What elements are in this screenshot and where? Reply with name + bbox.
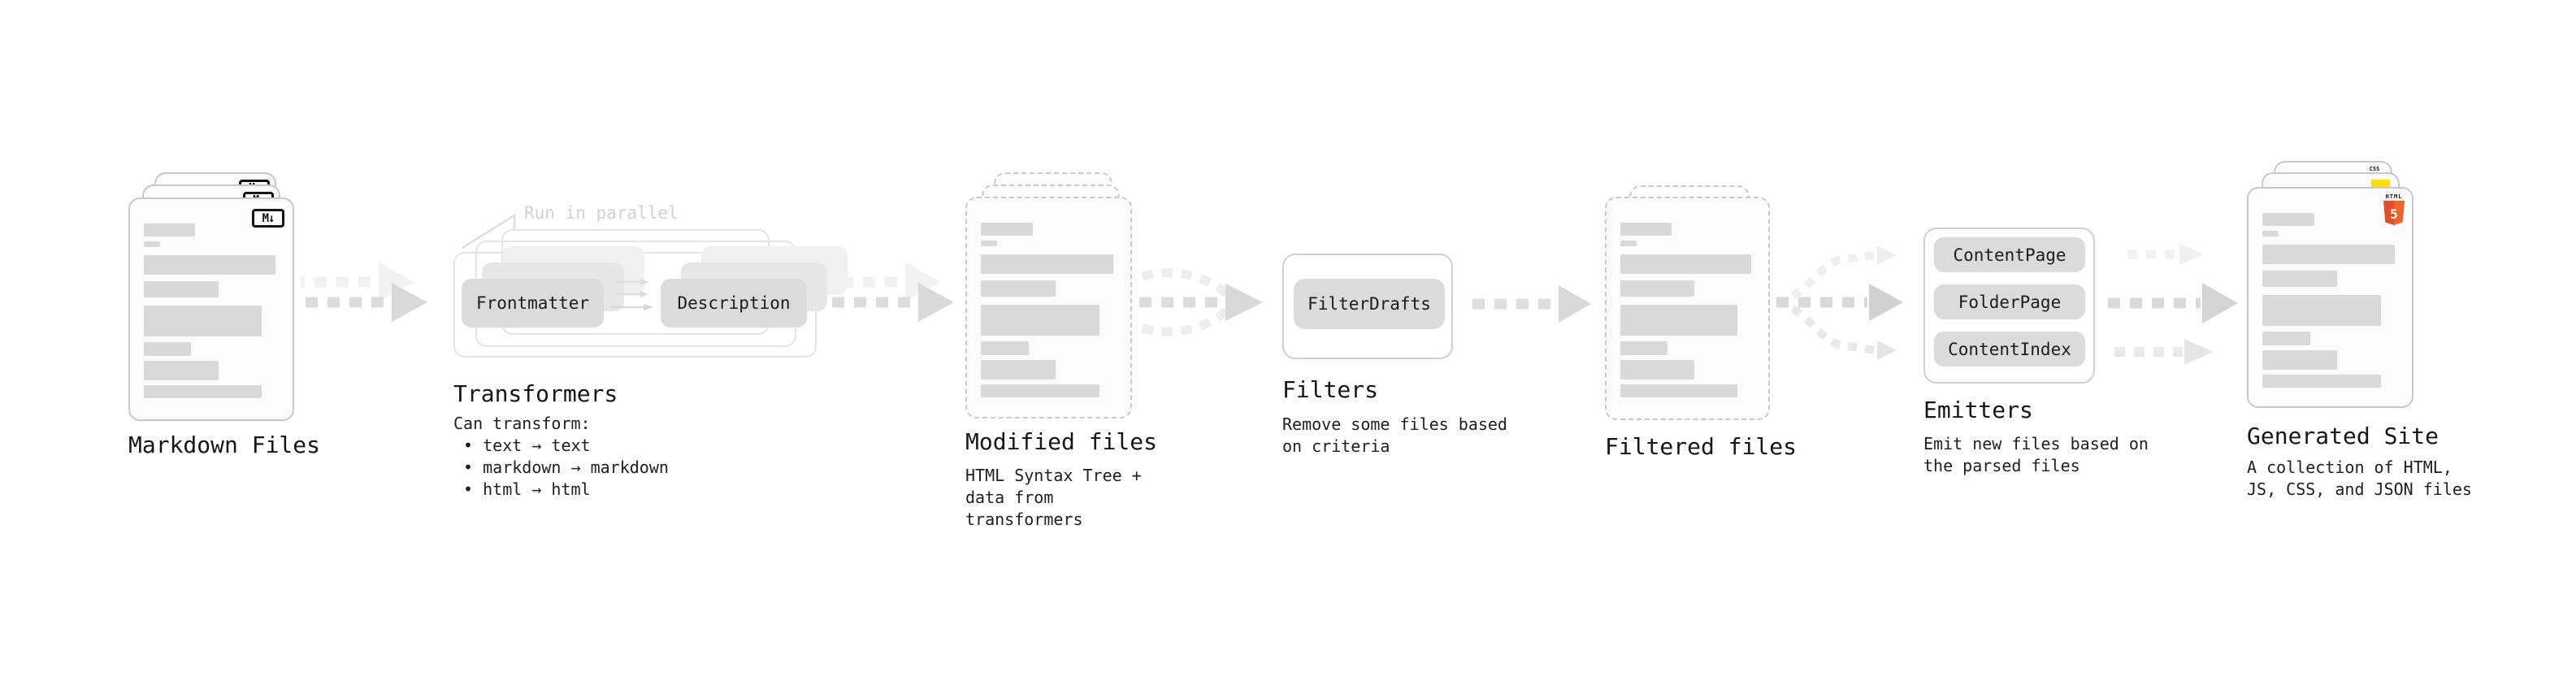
doc-skeleton-lines	[144, 223, 280, 398]
node-filters: FilterDrafts Filters Remove some files b…	[1282, 254, 1534, 481]
skeleton-line	[2262, 332, 2310, 345]
description-box: Description	[661, 279, 807, 327]
skeleton-line	[1620, 384, 1738, 397]
markdown-icon: M↓	[252, 209, 284, 228]
skeleton-line	[1620, 241, 1637, 246]
filtered-doc-front	[1605, 197, 1770, 420]
arrow-emitters-to-generated-icon	[2108, 244, 2238, 365]
filterdrafts-box: FilterDrafts	[1294, 279, 1445, 329]
doc-skeleton-lines	[2262, 213, 2399, 388]
modified-doc-front	[965, 197, 1132, 419]
transformers-desc: Can transform: • text → text • markdown …	[453, 414, 669, 499]
skeleton-line	[2262, 295, 2382, 326]
skeleton-line	[144, 255, 275, 275]
node-generated-site: CSS HTML 5 Generated Site A collection o…	[2247, 161, 2474, 502]
generated-site-desc: A collection of HTML, JS, CSS, and JSON …	[2247, 458, 2472, 499]
contentpage-box: ContentPage	[1934, 237, 2085, 272]
markdown-badge-label: M↓	[262, 211, 275, 225]
filtered-files-title: Filtered files	[1605, 433, 1798, 460]
skeleton-line	[2262, 271, 2338, 287]
skeleton-line	[1620, 223, 1672, 236]
skeleton-line	[981, 241, 998, 246]
skeleton-line	[144, 385, 262, 398]
filters-title: Filters	[1282, 376, 1379, 403]
frontmatter-box: Frontmatter	[462, 279, 604, 327]
node-modified-files: Modified files HTML Syntax Tree + data f…	[965, 172, 1160, 529]
skeleton-line	[144, 361, 219, 380]
skeleton-line	[1620, 341, 1668, 355]
markdown-doc-front: M↓	[128, 197, 294, 421]
modified-files-title: Modified files	[965, 428, 1158, 455]
arrow-filters-to-filtered-icon	[1472, 285, 1591, 323]
run-in-parallel-note: Run in parallel	[524, 203, 679, 223]
arrow-transformers-to-modified-icon	[827, 262, 954, 322]
html5-shield-icon: 5	[2383, 201, 2405, 225]
skeleton-line	[2262, 350, 2338, 370]
skeleton-line	[2262, 375, 2382, 388]
skeleton-line	[981, 254, 1113, 274]
skeleton-line	[2262, 245, 2395, 264]
parallel-arrows-icon	[610, 279, 653, 310]
markdown-files-title: Markdown Files	[128, 432, 321, 458]
css-badge-label: CSS	[2369, 166, 2380, 172]
arrow-filtered-to-emitters-icon	[1776, 245, 1903, 360]
skeleton-line	[144, 306, 262, 336]
html5-logo-icon: HTML 5	[2383, 193, 2405, 228]
skeleton-line	[1620, 360, 1695, 380]
skeleton-line	[1620, 280, 1695, 297]
note-connector-icon	[462, 213, 516, 249]
contentindex-box: ContentIndex	[1934, 332, 2085, 367]
transformers-title: Transformers	[453, 380, 618, 407]
html5-five-label: 5	[2390, 206, 2398, 222]
skeleton-line	[981, 341, 1029, 355]
emitters-desc: Emit new files based on the parsed files	[1923, 434, 2149, 475]
skeleton-line	[144, 281, 219, 297]
skeleton-line	[2262, 231, 2279, 236]
node-transformers: Run in parallel Frontmatter Description …	[453, 203, 848, 512]
skeleton-line	[2262, 213, 2314, 226]
generated-doc-front: HTML 5	[2247, 187, 2413, 408]
filters-desc: Remove some files based on criteria	[1282, 414, 1507, 456]
skeleton-line	[981, 384, 1100, 397]
node-filtered-files: Filtered files	[1605, 174, 1800, 499]
arrow-modified-to-filters-icon	[1139, 268, 1263, 336]
skeleton-line	[1620, 254, 1752, 274]
generated-site-title: Generated Site	[2247, 423, 2439, 449]
skeleton-line	[981, 360, 1056, 380]
html5-logo-label: HTML	[2385, 193, 2403, 200]
doc-skeleton-lines	[981, 223, 1117, 397]
node-emitters: ContentPage FolderPage ContentIndex Emit…	[1923, 228, 2175, 488]
skeleton-line	[144, 223, 196, 236]
skeleton-line	[144, 241, 161, 247]
skeleton-line	[981, 280, 1056, 297]
skeleton-line	[981, 305, 1100, 336]
arrow-markdown-to-transformers-icon	[301, 262, 427, 322]
doc-skeleton-lines	[1620, 223, 1755, 397]
skeleton-line	[1620, 305, 1738, 336]
folderpage-box: FolderPage	[1934, 284, 2085, 319]
skeleton-line	[981, 223, 1033, 236]
modified-files-desc: HTML Syntax Tree + data from transformer…	[965, 466, 1142, 529]
skeleton-line	[144, 342, 192, 356]
js-badge-icon	[2371, 180, 2390, 188]
emitters-title: Emitters	[1923, 397, 2033, 423]
node-markdown-files: M↓ M↓ M↓ Markdown Files	[128, 161, 323, 486]
